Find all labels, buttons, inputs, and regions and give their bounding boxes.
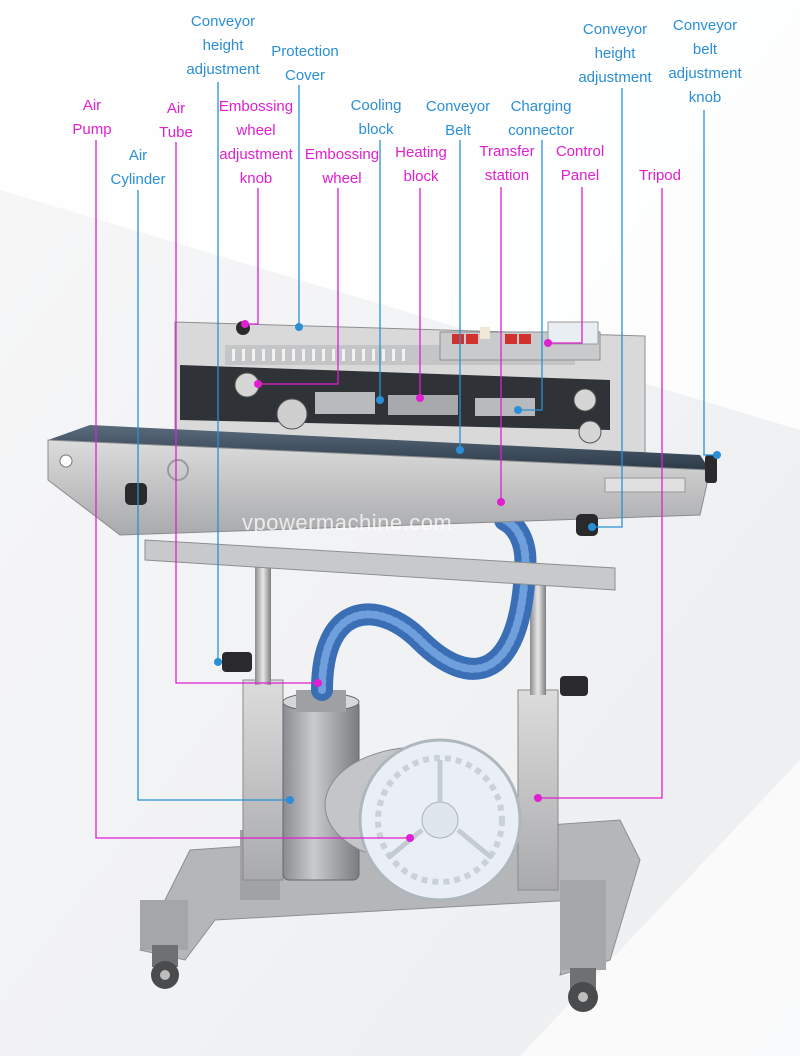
- label-line: Heating: [395, 144, 447, 161]
- label-line: station: [484, 167, 530, 184]
- air-pump-body: [324, 738, 522, 902]
- callout-embossing-wheel: [258, 188, 339, 385]
- label-line: height: [594, 45, 636, 62]
- label-line: adjustment: [219, 146, 293, 163]
- label-conveyor-height-adjustment-right: Conveyor height adjustment: [578, 18, 651, 90]
- label-line: Conveyor: [582, 21, 648, 38]
- label-charging-connector: Charging connector: [508, 95, 574, 143]
- label-line: knob: [239, 170, 273, 187]
- air-tube-hose-highlight: [318, 516, 530, 694]
- label-line: wheel: [322, 170, 362, 187]
- label-line: Cover: [284, 67, 326, 84]
- callout-air-pump: [95, 140, 410, 839]
- label-conveyor-belt-adjustment-knob: Conveyor belt adjustment knob: [668, 14, 741, 110]
- label-line: Panel: [560, 167, 600, 184]
- label-line: Charging: [510, 98, 572, 115]
- label-embossing-wheel-adjustment-knob: Embossing wheel adjustment knob: [219, 95, 293, 191]
- label-line: Tripod: [639, 167, 681, 184]
- label-transfer-station: Transfer station: [479, 140, 534, 188]
- background-light-panel: [0, 0, 800, 430]
- label-line: Tube: [159, 124, 193, 141]
- label-line: wheel: [236, 122, 276, 139]
- label-line: Protection: [271, 43, 339, 60]
- label-line: Embossing: [218, 98, 294, 115]
- callout-tripod: [538, 188, 663, 799]
- callout-charging-connector: [518, 140, 543, 411]
- label-line: block: [403, 168, 439, 185]
- knob-icons: [222, 652, 588, 696]
- label-line: Conveyor: [672, 17, 738, 34]
- label-line: height: [202, 37, 244, 54]
- label-cooling-block: Cooling block: [351, 94, 402, 142]
- label-line: Embossing: [304, 146, 380, 163]
- label-line: adjustment: [578, 69, 652, 86]
- callout-conveyor-height-adjustment-right: [592, 88, 623, 528]
- callout-embossing-wheel-adjustment-knob: [245, 188, 259, 325]
- label-line: Air: [166, 100, 186, 117]
- callout-control-panel: [548, 187, 583, 344]
- label-line: Transfer: [479, 143, 535, 160]
- label-conveyor-height-adjustment-top: Conveyor height adjustment: [186, 10, 259, 82]
- label-line: knob: [688, 89, 722, 106]
- caster-wheels: [151, 945, 598, 1012]
- callout-air-cylinder: [137, 190, 290, 801]
- label-line: Control: [555, 143, 605, 160]
- label-line: Cylinder: [110, 171, 166, 188]
- conveyor: [47, 425, 717, 536]
- tripod-columns: [242, 560, 559, 891]
- label-line: block: [358, 121, 394, 138]
- label-line: adjustment: [186, 61, 260, 78]
- callout-lines: [95, 82, 717, 839]
- watermark: vpowermachine.com: [242, 510, 453, 535]
- label-line: Conveyor: [425, 98, 491, 115]
- callout-conveyor-belt-adjustment-knob: [703, 110, 717, 456]
- label-line: connector: [508, 122, 574, 139]
- machine-head: [174, 321, 646, 461]
- callout-air-tube: [175, 142, 318, 684]
- label-line: Air: [128, 147, 148, 164]
- callout-dots: [214, 320, 721, 842]
- label-line: adjustment: [668, 65, 742, 82]
- label-line: Pump: [72, 121, 112, 138]
- label-embossing-wheel: Embossing wheel: [305, 143, 379, 191]
- label-line: Air: [82, 97, 102, 114]
- support-bar: [144, 539, 616, 591]
- label-line: Conveyor: [190, 13, 256, 30]
- label-line: Cooling: [350, 97, 402, 114]
- label-line: Belt: [445, 122, 471, 139]
- label-tripod: Tripod: [639, 164, 681, 188]
- label-heating-block: Heating block: [395, 141, 447, 189]
- label-line: belt: [692, 41, 718, 58]
